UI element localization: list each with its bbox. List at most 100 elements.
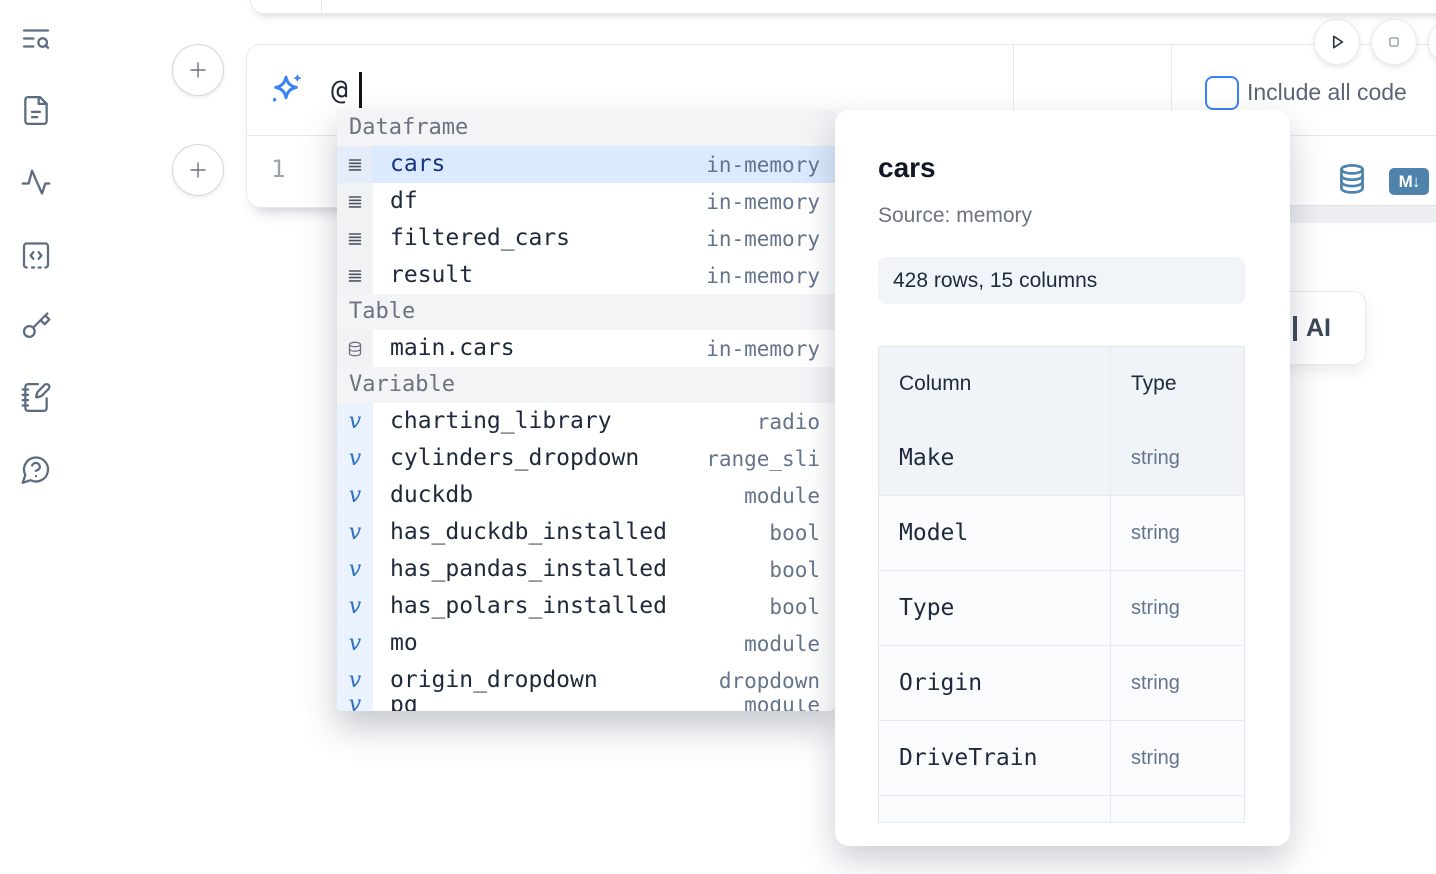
text-cursor bbox=[359, 72, 362, 108]
column-type: string bbox=[1131, 521, 1180, 544]
clipped-letter bbox=[1293, 315, 1297, 341]
column-type: string bbox=[1131, 446, 1180, 469]
item-meta: in-memory bbox=[706, 336, 820, 361]
table-row: DriveTrain string bbox=[879, 720, 1244, 795]
preview-shape-badge: 428 rows, 15 columns bbox=[878, 257, 1245, 304]
sidebar-item-help[interactable] bbox=[14, 447, 58, 491]
add-cell-button-top[interactable] bbox=[172, 44, 224, 96]
plus-icon bbox=[190, 62, 206, 78]
autocomplete-item[interactable]: v main.cars in-memory bbox=[337, 330, 835, 367]
cell-above bbox=[250, 0, 1436, 14]
autocomplete-item[interactable]: v filtered_cars in-memory bbox=[337, 220, 835, 257]
item-name: df bbox=[390, 188, 418, 214]
table-row: Origin string bbox=[879, 645, 1244, 720]
preview-schema-table: Column Type Make string Model string Typ… bbox=[878, 346, 1245, 823]
ai-prompt-value: @ bbox=[331, 73, 348, 106]
prompt-divider-2 bbox=[1171, 45, 1172, 135]
generate-ai-label: AI bbox=[1306, 313, 1331, 342]
add-cell-button-bottom[interactable] bbox=[172, 144, 224, 196]
code-editor[interactable]: 1 M↓ bbox=[247, 136, 1436, 207]
item-name: main.cars bbox=[390, 335, 515, 361]
autocomplete-item[interactable]: v has_pandas_installed bool bbox=[337, 551, 835, 588]
autocomplete-item[interactable]: v has_polars_installed bool bbox=[337, 588, 835, 625]
variable-icon: v bbox=[348, 408, 362, 434]
table-body: Make string Model string Type string Ori… bbox=[879, 421, 1244, 795]
sidebar-item-variables[interactable] bbox=[14, 161, 58, 205]
autocomplete-item[interactable]: v result in-memory bbox=[337, 257, 835, 294]
column-name: Type bbox=[899, 595, 955, 621]
sparkles-icon bbox=[267, 70, 305, 108]
preview-title: cars bbox=[878, 152, 936, 183]
autocomplete-item[interactable]: v mo module bbox=[337, 625, 835, 662]
column-type: string bbox=[1131, 746, 1180, 769]
autocomplete-section-header: Table bbox=[337, 294, 835, 330]
item-meta: module bbox=[744, 699, 820, 711]
autocomplete-item[interactable]: v cylinders_dropdown range_sli bbox=[337, 440, 835, 477]
autocomplete-item[interactable]: v pd module bbox=[337, 699, 835, 711]
item-meta: in-memory bbox=[706, 226, 820, 251]
activity-icon bbox=[21, 169, 51, 195]
item-name: pd bbox=[373, 699, 418, 711]
preview-source: Source: memory bbox=[878, 204, 1033, 227]
item-name: charting_library bbox=[390, 408, 612, 434]
autocomplete-popup: Dataframe v cars in-memory bbox=[337, 110, 835, 711]
autocomplete-item[interactable]: v duckdb module bbox=[337, 477, 835, 514]
variable-icon: v bbox=[348, 482, 362, 508]
play-icon bbox=[1332, 35, 1344, 49]
column-name: Model bbox=[899, 520, 969, 546]
autocomplete-item[interactable]: v cars in-memory bbox=[337, 146, 835, 183]
item-meta: module bbox=[744, 483, 820, 508]
item-name: has_pandas_installed bbox=[390, 556, 667, 582]
markdown-button[interactable]: M↓ bbox=[1389, 168, 1429, 195]
item-meta: in-memory bbox=[706, 189, 820, 214]
variable-icon: v bbox=[348, 630, 362, 656]
dataframe-icon bbox=[348, 195, 362, 208]
prompt-divider bbox=[1013, 45, 1014, 135]
item-meta: module bbox=[744, 631, 820, 656]
dataframe-icon bbox=[348, 269, 362, 282]
item-meta: range_sli bbox=[706, 446, 820, 471]
line-number: 1 bbox=[271, 155, 286, 183]
sidebar-item-secrets[interactable] bbox=[14, 303, 58, 347]
column-name: Make bbox=[899, 445, 955, 471]
include-all-code-label: Include all code bbox=[1247, 79, 1407, 105]
database-button[interactable] bbox=[1335, 162, 1369, 200]
item-meta: bool bbox=[769, 557, 820, 582]
column-type: string bbox=[1131, 596, 1180, 619]
item-name: result bbox=[390, 262, 474, 288]
sidebar-item-scratchpad[interactable] bbox=[14, 375, 58, 419]
table-db-icon bbox=[348, 341, 362, 356]
item-name: has_duckdb_installed bbox=[390, 519, 667, 545]
code-snippets-icon bbox=[22, 241, 50, 269]
include-all-code-checkbox[interactable] bbox=[1205, 76, 1239, 110]
dataframe-icon bbox=[348, 158, 362, 171]
table-row-partial bbox=[879, 795, 1244, 822]
item-name: origin_dropdown bbox=[390, 667, 598, 693]
item-name: filtered_cars bbox=[390, 225, 571, 251]
item-name: duckdb bbox=[390, 482, 474, 508]
item-name: cars bbox=[390, 151, 446, 177]
notebook-pen-icon bbox=[21, 382, 51, 412]
run-button[interactable] bbox=[1314, 19, 1360, 65]
autocomplete-item[interactable]: v charting_library radio bbox=[337, 403, 835, 440]
column-name: DriveTrain bbox=[899, 745, 1038, 771]
autocomplete-item[interactable]: v df in-memory bbox=[337, 183, 835, 220]
stop-button[interactable] bbox=[1371, 19, 1417, 65]
help-chat-icon bbox=[21, 455, 50, 484]
table-row: Model string bbox=[879, 495, 1244, 570]
cell-above-divider bbox=[321, 0, 322, 13]
column-header: Column bbox=[899, 372, 972, 395]
autocomplete-section-header: Dataframe bbox=[337, 110, 835, 146]
table-header-row: Column Type bbox=[879, 347, 1244, 421]
sidebar-item-toc[interactable] bbox=[14, 16, 58, 60]
sidebar-item-files[interactable] bbox=[14, 88, 58, 132]
autocomplete-item[interactable]: v origin_dropdown dropdown bbox=[337, 662, 835, 699]
list-search-icon bbox=[22, 28, 50, 49]
preview-panel: cars Source: memory 428 rows, 15 columns… bbox=[835, 110, 1290, 846]
table-row: Type string bbox=[879, 570, 1244, 645]
sidebar-item-snippets[interactable] bbox=[14, 233, 58, 277]
variable-icon: v bbox=[349, 699, 361, 711]
autocomplete-item[interactable]: v has_duckdb_installed bool bbox=[337, 514, 835, 551]
plus-icon bbox=[190, 162, 206, 178]
column-type: string bbox=[1131, 671, 1180, 694]
